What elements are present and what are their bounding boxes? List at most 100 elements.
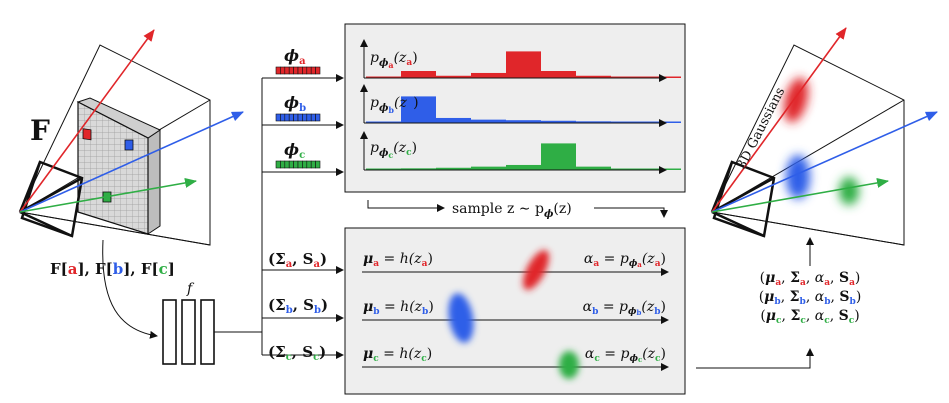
hist-label-c: pϕc(zc)	[370, 140, 417, 160]
alpha-equations: αa = pϕa(za) αb = pϕb(zb) αc = pϕc(zc)	[583, 251, 666, 364]
phi-vector-cell	[297, 160, 303, 169]
phi-vector-cell	[310, 113, 316, 122]
hist-bar-a	[541, 71, 576, 78]
cov-label-b: (Σb, Sb)	[268, 296, 328, 316]
phi-vector-cell	[280, 160, 286, 169]
gaussian-blob-a	[522, 250, 550, 290]
gaussian-tuples: (μa, Σa, αa, Sa)(μb, Σb, αb, Sb)(μc, Σc,…	[759, 270, 862, 326]
mu-eq-c: μc = h(zc)	[363, 346, 432, 364]
hist-bar-a	[506, 51, 541, 78]
gaussian-blob-c	[559, 351, 579, 379]
hist-bar-a	[366, 76, 401, 78]
phi-vector-cell	[310, 160, 316, 169]
feature-plane	[76, 97, 162, 235]
mlp-block: f	[162, 281, 215, 365]
mlp-label: f	[186, 281, 195, 297]
phi-vector-cell	[310, 66, 316, 75]
mu-equations: μa = h(za) μb = h(zb) μc = h(zc)	[363, 251, 434, 364]
phi-label-b: ϕb	[284, 93, 306, 114]
ray-a	[19, 29, 155, 213]
hist-bar-c	[506, 164, 541, 170]
phi-vector-cell	[315, 160, 321, 169]
phi-vector-cell	[284, 160, 290, 169]
hist-bar-a	[401, 71, 436, 78]
hist-bar-b	[401, 96, 436, 123]
covariance-params: (Σa, Sa) (Σb, Sb) (Σc, Sc)	[268, 250, 328, 363]
left-camera-icon	[18, 160, 84, 238]
3d-gaussian-c	[839, 177, 859, 205]
histograms	[360, 39, 681, 174]
phi-vector-cell	[275, 113, 281, 122]
alpha-eq-c: αc = pϕc(zc)	[585, 346, 666, 364]
hist-bar-c	[611, 168, 646, 170]
hist-bar-b	[366, 121, 401, 123]
hist-bar-c	[576, 166, 611, 170]
hist-bar-a	[576, 75, 611, 78]
right-camera-icon	[710, 160, 776, 238]
feature-map-label: F	[30, 114, 50, 147]
hist-bar-c	[366, 168, 401, 170]
phi-vector-cell	[288, 113, 294, 122]
phi-vector-cell	[275, 66, 281, 75]
hist-bar-b	[471, 119, 506, 123]
hist-bar-a	[611, 76, 646, 78]
hist-bar-b	[611, 121, 646, 123]
gaussian-params-panel	[344, 227, 686, 395]
phi-vector-cell	[275, 160, 281, 169]
hist-bar-c	[471, 166, 506, 170]
sample-label: sample z ∼ pϕ(z)	[452, 201, 572, 220]
phi-vector-cell	[280, 113, 286, 122]
mu-eq-a: μa = h(za)	[363, 251, 433, 269]
alpha-eq-b: αb = pϕb(zb)	[583, 299, 666, 317]
param-axes	[362, 268, 669, 371]
hist-label-a: pϕa(za)	[370, 50, 418, 70]
right-ray-b	[711, 111, 938, 213]
ray-b	[19, 111, 244, 213]
3d-gaussian-a	[783, 77, 809, 123]
right-ray-c	[711, 177, 889, 213]
gaussians-label: 3D Gaussians	[734, 85, 788, 172]
phi-vector-cell	[288, 66, 294, 75]
phi-vector-c	[275, 160, 321, 169]
phi-vector-cell	[306, 160, 312, 169]
phi-vector-cell	[297, 66, 303, 75]
cov-label-c: (Σc, Sc)	[268, 343, 326, 363]
sample-arrow: sample z ∼ pϕ(z)	[367, 200, 668, 220]
hist-bar-b	[541, 120, 576, 123]
phi-label-c: ϕc	[284, 140, 305, 161]
phi-vector-cell	[315, 66, 321, 75]
alpha-eq-a: αa = pϕa(za)	[584, 251, 666, 269]
hist-bar-a	[471, 72, 506, 78]
branch-connectors	[214, 74, 344, 359]
phi-vector-cell	[302, 160, 308, 169]
hist-bar-c	[541, 143, 576, 170]
phi-vector-cell	[302, 66, 308, 75]
gaussian-tuple-b: (μb, Σb, αb, Sb)	[759, 289, 862, 307]
right-camera-frustum	[710, 27, 938, 246]
phi-vector-cell	[297, 113, 303, 122]
phi-params: ϕa ϕb ϕc	[275, 46, 321, 169]
phi-vector-cell	[315, 113, 321, 122]
feature-cell-a	[82, 128, 92, 141]
gaussian-tuple-a: (μa, Σa, αa, Sa)	[760, 270, 861, 288]
hist-bar-b	[576, 121, 611, 123]
phi-vector-cell	[306, 113, 312, 122]
phi-vector-cell	[293, 113, 299, 122]
params-to-tuples-arrow	[696, 348, 814, 369]
hist-bar-c	[401, 168, 436, 170]
hist-label-b: pϕb(zb)	[370, 95, 419, 115]
phi-label-a: ϕa	[284, 46, 306, 67]
left-camera-frustum	[18, 29, 244, 246]
3d-gaussian-b	[786, 155, 810, 199]
hist-bar-c	[436, 167, 471, 170]
phi-vector-cell	[306, 66, 312, 75]
gaussian-blob-b	[448, 293, 474, 343]
hist-bar-a	[436, 75, 471, 78]
phi-vector-cell	[293, 66, 299, 75]
phi-vector-cell	[302, 113, 308, 122]
feature-to-mlp-arrow	[102, 239, 158, 339]
phi-vector-cell	[293, 160, 299, 169]
ray-c	[19, 177, 197, 213]
cov-label-a: (Σa, Sa)	[268, 250, 327, 270]
